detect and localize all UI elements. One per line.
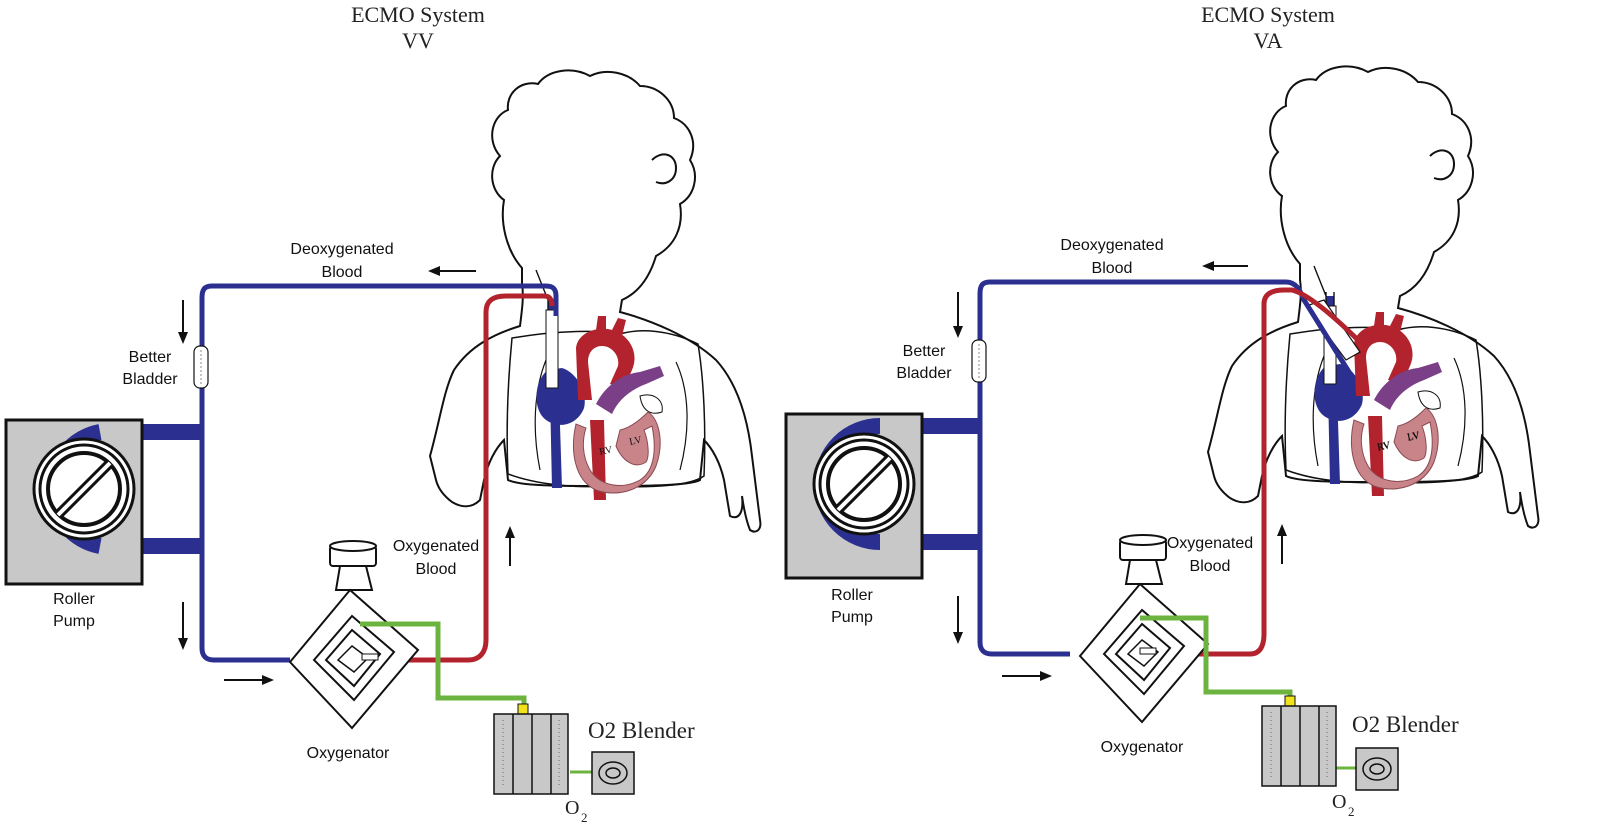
o2-flowmeter xyxy=(493,703,569,795)
flow-arrow-down-1 xyxy=(178,300,188,344)
oxygenated-line xyxy=(382,293,555,663)
oxygenated-label-line1: Oxygenated xyxy=(1167,535,1253,552)
bladder-label-line1: Better xyxy=(129,349,172,366)
oxygenated-label-line1: Oxygenated xyxy=(393,538,479,555)
bladder-label-line2: Bladder xyxy=(896,365,952,382)
panel-subtitle: VV xyxy=(402,28,434,53)
panel-va: ECMO System VA Better Bladder Roller Pum… xyxy=(784,2,1540,819)
flow-arrow-up xyxy=(505,526,515,566)
deoxygenated-line xyxy=(100,283,559,435)
o2-subscript: 2 xyxy=(1348,804,1355,819)
pump-label-line1: Roller xyxy=(831,587,873,604)
blender-label: O2 Blender xyxy=(1352,712,1459,737)
flow-arrow-up xyxy=(1277,524,1287,564)
pump-label-line2: Pump xyxy=(53,613,95,630)
flow-arrow-right xyxy=(1002,671,1052,681)
oxygenator-label: Oxygenator xyxy=(1101,739,1184,756)
gas-line xyxy=(360,621,527,712)
blender-label: O2 Blender xyxy=(588,718,695,743)
oxygenated-label-line2: Blood xyxy=(1190,558,1231,575)
flow-arrow-right xyxy=(224,675,274,685)
oxygenator-label: Oxygenator xyxy=(307,745,390,762)
deoxygenated-label-line2: Blood xyxy=(322,264,363,281)
pump-label-line1: Roller xyxy=(53,591,95,608)
flow-arrow-down-1 xyxy=(953,292,963,338)
bladder-label-line2: Bladder xyxy=(122,371,178,388)
panel-vv: ECMO System VV Better Bladder Roller Pum… xyxy=(4,2,762,825)
lv-label-va: LV xyxy=(1406,429,1421,443)
panel-subtitle: VA xyxy=(1254,28,1283,53)
oxygenator xyxy=(288,540,420,730)
deoxygenated-line xyxy=(880,279,1357,429)
flow-arrow-left xyxy=(428,266,476,276)
o2-label: O xyxy=(565,797,579,819)
o2-subscript: 2 xyxy=(581,810,588,825)
rv-label-va: RV xyxy=(1376,439,1392,453)
deoxygenated-label-line2: Blood xyxy=(1092,260,1133,277)
pump-label-line2: Pump xyxy=(831,609,873,626)
deoxygenated-label-line1: Deoxygenated xyxy=(290,241,393,258)
panel-title: ECMO System xyxy=(1201,2,1335,27)
flow-arrow-down-2 xyxy=(178,602,188,650)
flow-arrow-down-2 xyxy=(953,596,963,644)
panel-title: ECMO System xyxy=(351,2,485,27)
o2-flowmeter xyxy=(1261,695,1337,787)
bladder-label-line1: Better xyxy=(903,343,946,360)
flow-arrow-left xyxy=(1202,261,1248,271)
oxygenated-label-line2: Blood xyxy=(416,561,457,578)
deoxygenated-label-line1: Deoxygenated xyxy=(1060,237,1163,254)
o2-label: O xyxy=(1332,791,1346,813)
oxygenated-line xyxy=(1162,287,1366,657)
